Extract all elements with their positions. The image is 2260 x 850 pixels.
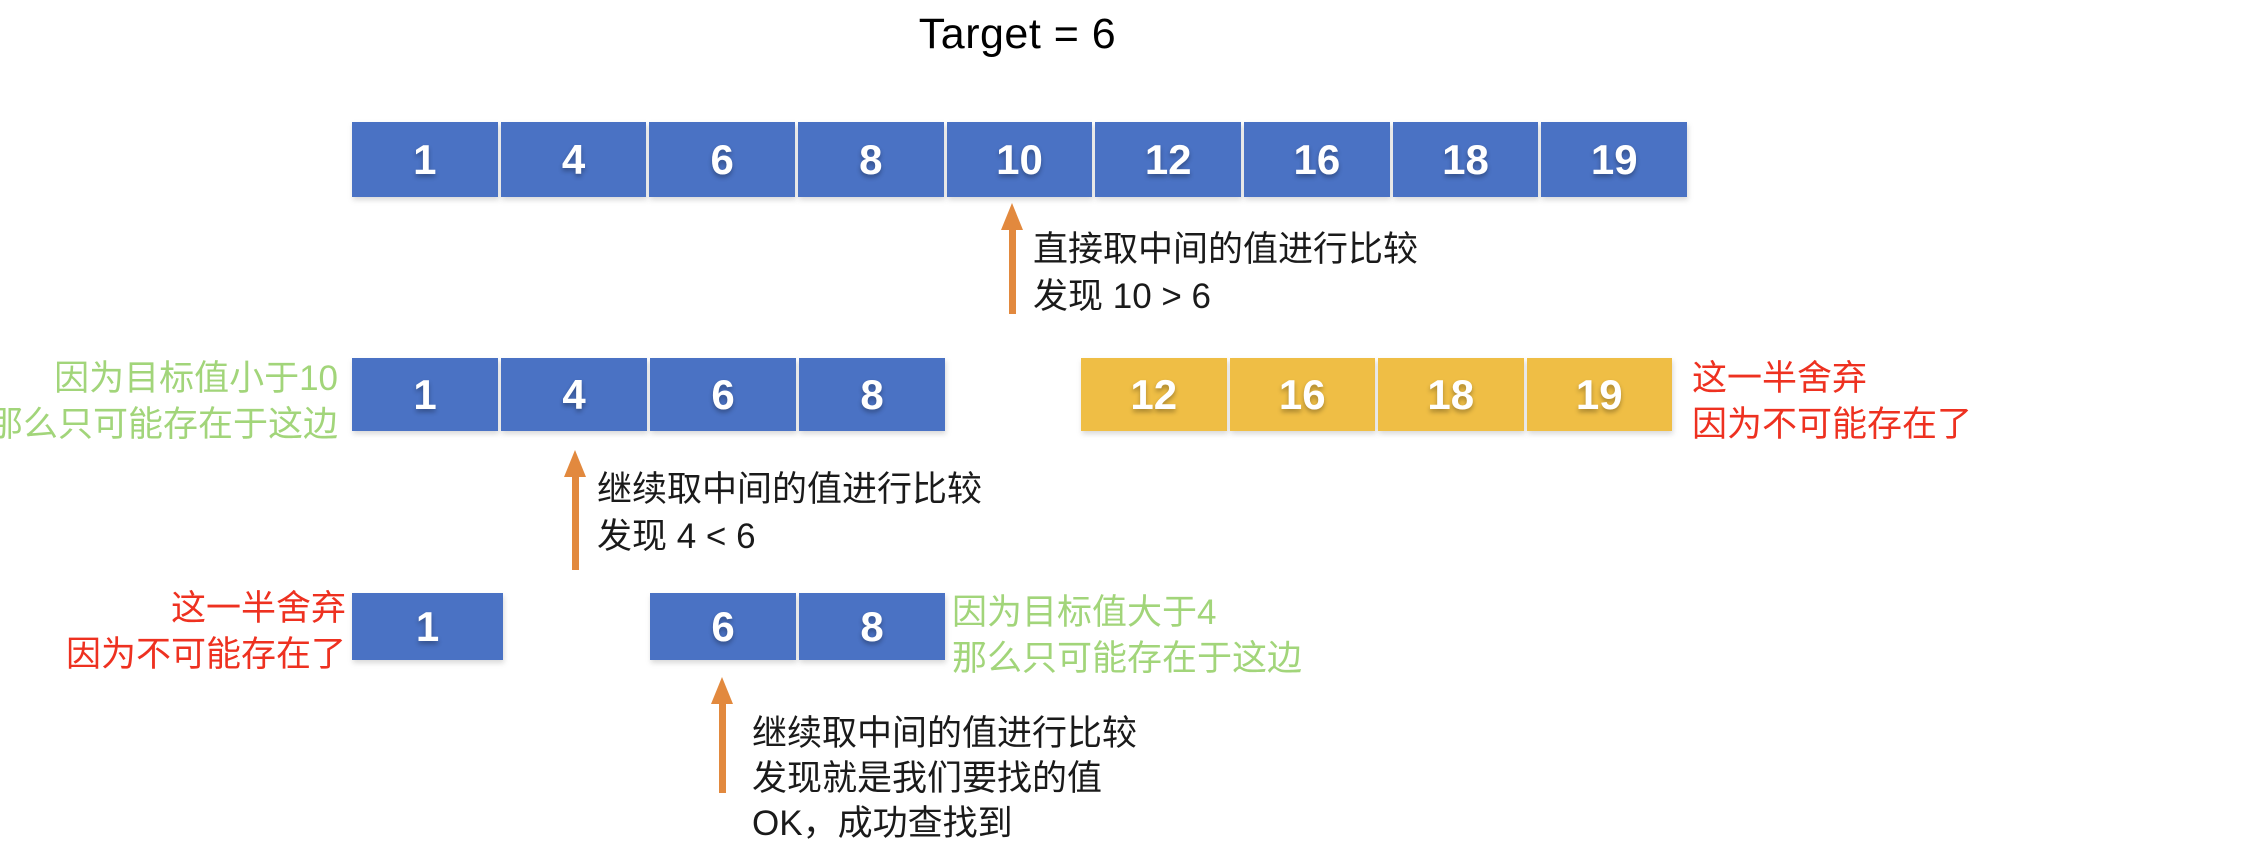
- arrow-tail: [571, 477, 579, 570]
- array-cell: 16: [1229, 358, 1375, 431]
- array-cell: 19: [1526, 358, 1672, 431]
- arrow-up-icon: [711, 677, 733, 793]
- array-cell: 6: [650, 593, 796, 660]
- array-cell: 16: [1244, 122, 1390, 197]
- annotation-line: 因为目标值小于10: [54, 359, 338, 398]
- array-cell: 4: [500, 122, 647, 197]
- annotation-line: 继续取中间的值进行比较: [752, 714, 1138, 753]
- array-cell: 8: [799, 593, 945, 660]
- array-cell: 12: [1081, 358, 1227, 431]
- annotation-line: 继续取中间的值进行比较: [597, 470, 983, 509]
- array-cell: 10: [946, 122, 1093, 197]
- step2-keep-note: 因为目标值小于10 那么只可能存在于这边: [0, 356, 338, 448]
- step3-keep-note: 因为目标值大于4 那么只可能存在于这边: [952, 590, 1302, 682]
- annotation-line: 那么只可能存在于这边: [952, 639, 1303, 678]
- annotation-line: 这一半舍弃: [1692, 359, 1868, 398]
- annotation-line: 发现 4 < 6: [597, 517, 756, 556]
- arrow-head: [1001, 203, 1023, 230]
- array-row-left-half: 1 4 6 8: [352, 358, 945, 431]
- array-cell: 1: [352, 358, 498, 431]
- step2-discard-note: 这一半舍弃 因为不可能存在了: [1692, 356, 1972, 448]
- array-cell: 18: [1378, 358, 1524, 431]
- array-cell: 1: [352, 593, 503, 660]
- annotation-line: 发现 10 > 6: [1033, 277, 1212, 316]
- arrow-up-icon: [1001, 203, 1023, 314]
- annotation-line: OK，成功查找到: [752, 804, 1013, 843]
- array-cell: 18: [1392, 122, 1539, 197]
- annotation-line: 因为不可能存在了: [65, 635, 346, 674]
- array-row-initial: 1 4 6 8 10 12 16 18 19: [352, 122, 1688, 197]
- annotation-line: 直接取中间的值进行比较: [1033, 230, 1419, 269]
- arrow-tail: [1008, 230, 1016, 314]
- annotation-line: 发现就是我们要找的值: [752, 759, 1103, 798]
- step3-discard-note: 这一半舍弃 因为不可能存在了: [66, 586, 346, 678]
- array-row-right-half-discarded: 12 16 18 19: [1081, 358, 1672, 431]
- array-cell: 6: [649, 122, 796, 197]
- array-cell: 8: [798, 122, 944, 197]
- arrow-up-icon: [564, 450, 586, 570]
- array-cell: 6: [650, 358, 796, 431]
- arrow-tail: [718, 704, 726, 793]
- arrow-head: [564, 450, 586, 477]
- array-row-kept-pair: 6 8: [650, 593, 945, 660]
- array-cell: 19: [1541, 122, 1688, 197]
- step2-annotation: 继续取中间的值进行比较 发现 4 < 6: [597, 466, 982, 560]
- array-cell: 1: [352, 122, 498, 197]
- annotation-line: 因为不可能存在了: [1692, 405, 1973, 444]
- page-title: Target = 6: [918, 10, 1117, 58]
- annotation-line: 这一半舍弃: [170, 589, 346, 628]
- arrow-head: [711, 677, 733, 704]
- array-cell: 12: [1095, 122, 1242, 197]
- array-cell-discarded-one: 1: [352, 593, 503, 660]
- annotation-line: 那么只可能存在于这边: [0, 405, 338, 444]
- array-cell: 8: [799, 358, 945, 431]
- array-cell: 4: [501, 358, 647, 431]
- step1-annotation: 直接取中间的值进行比较 发现 10 > 6: [1033, 226, 1418, 320]
- annotation-line: 因为目标值大于4: [952, 593, 1217, 632]
- step3-annotation: 继续取中间的值进行比较 发现就是我们要找的值 OK，成功查找到: [752, 711, 1137, 846]
